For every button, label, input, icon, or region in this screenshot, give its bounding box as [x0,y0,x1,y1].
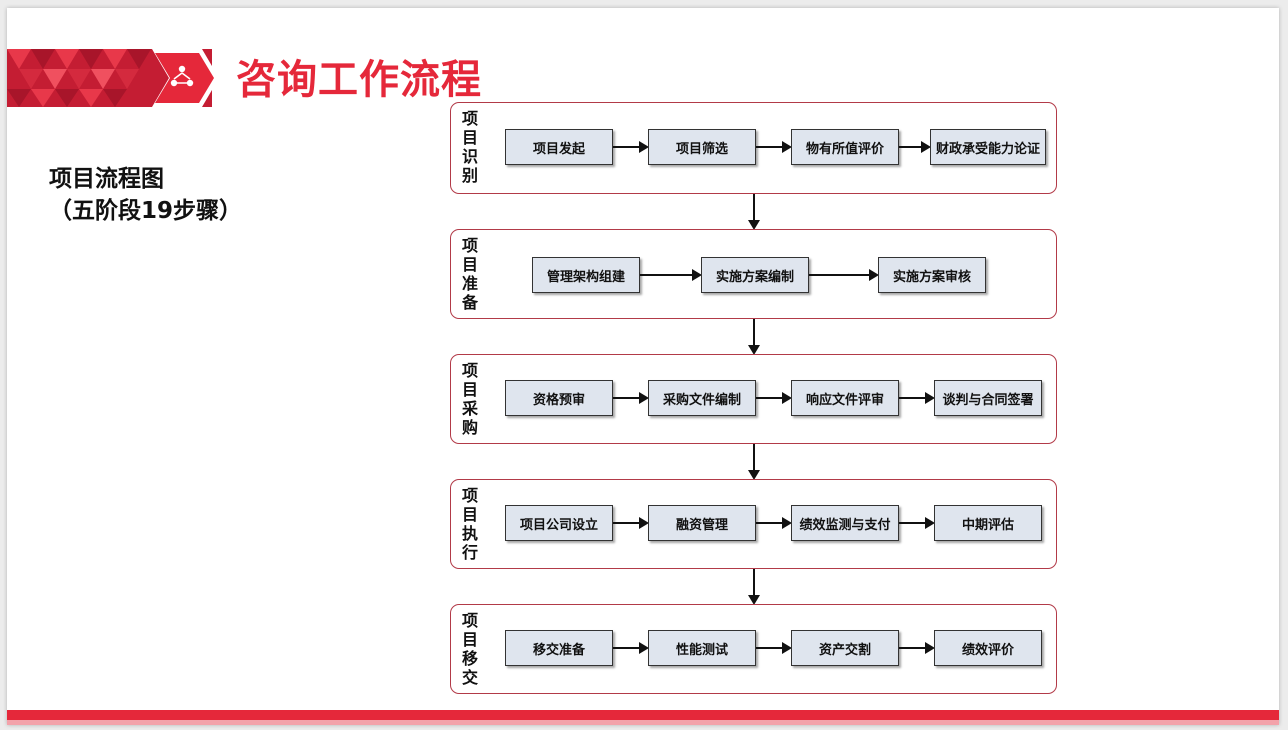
arrow-down [748,319,760,355]
subtitle-line-2: （五阶段19步骤） [49,198,243,224]
stage-identification: 项 目 识 别 项目发起 项目筛选 物有所值评价 财政承受能力论证 [450,102,1057,194]
step-box: 项目发起 [505,129,613,165]
stage-preparation: 项 目 准 备 管理架构组建 实施方案编制 实施方案审核 [450,229,1057,319]
header-banner [7,49,219,107]
step-box: 谈判与合同签署 [934,380,1042,416]
arrow-right [899,141,931,153]
arrow-right [899,642,935,654]
page-title: 咨询工作流程 [236,57,482,103]
step-box: 采购文件编制 [648,380,756,416]
step-box: 绩效评价 [934,630,1042,666]
people-network-icon [170,65,194,87]
arrow-right [756,517,792,529]
step-box: 响应文件评审 [791,380,899,416]
footer-bar-accent [7,720,1279,725]
stage-label: 项 目 采 购 [461,361,478,437]
arrow-right [756,642,792,654]
diagram-subtitle: 项目流程图 （五阶段19步骤） [49,163,242,227]
stage-label: 项 目 执 行 [461,486,478,562]
arrow-right [613,642,649,654]
stage-handover: 项 目 移 交 移交准备 性能测试 资产交割 绩效评价 [450,604,1057,694]
stage-execution: 项 目 执 行 项目公司设立 融资管理 绩效监测与支付 中期评估 [450,479,1057,569]
stage-procurement: 项 目 采 购 资格预审 采购文件编制 响应文件评审 谈判与合同签署 [450,354,1057,444]
step-box: 性能测试 [648,630,756,666]
step-box: 融资管理 [648,505,756,541]
step-box: 中期评估 [934,505,1042,541]
step-box: 移交准备 [505,630,613,666]
arrow-right [613,141,649,153]
arrow-down [748,444,760,480]
arrow-right [756,141,792,153]
step-box: 资产交割 [791,630,899,666]
step-box: 物有所值评价 [791,129,899,165]
step-box: 绩效监测与支付 [791,505,899,541]
step-box: 实施方案审核 [878,257,986,293]
stage-label: 项 目 准 备 [461,236,478,312]
arrow-right [899,517,935,529]
step-box: 项目公司设立 [505,505,613,541]
arrow-right [756,392,792,404]
arrow-right [613,392,649,404]
stage-label: 项 目 移 交 [461,611,478,687]
slide: 咨询工作流程 项目流程图 （五阶段19步骤） 项 目 识 别 项目发起 项目筛选… [7,8,1279,725]
arrow-right [640,269,702,281]
step-box: 财政承受能力论证 [930,129,1046,165]
subtitle-line-1: 项目流程图 [49,166,164,192]
step-box: 管理架构组建 [532,257,640,293]
arrow-right [809,269,879,281]
arrow-right [613,517,649,529]
stage-label: 项 目 识 别 [461,109,478,185]
step-box: 实施方案编制 [701,257,809,293]
step-box: 项目筛选 [648,129,756,165]
arrow-right [899,392,935,404]
footer-bar [7,710,1279,720]
arrow-down [748,569,760,605]
arrow-down [748,194,760,230]
step-box: 资格预审 [505,380,613,416]
